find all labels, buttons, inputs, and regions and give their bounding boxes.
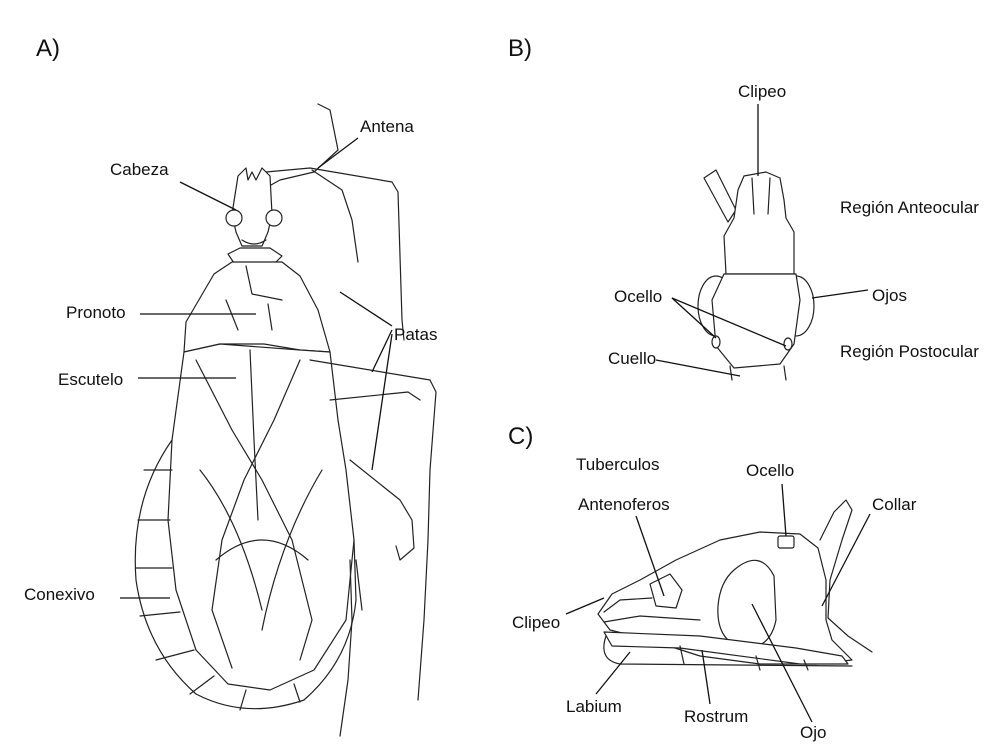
panel-a: A) bbox=[24, 35, 437, 736]
leader-cabeza bbox=[180, 182, 236, 210]
leader-cuello bbox=[656, 360, 740, 376]
label-ocello-c: Ocello bbox=[746, 461, 794, 480]
leader-clipeo-c bbox=[566, 598, 604, 614]
panel-c: C) Tuberculos Antenoferos Ocel bbox=[508, 423, 917, 742]
label-region-postocular: Región Postocular bbox=[840, 342, 979, 361]
label-cabeza: Cabeza bbox=[110, 160, 169, 179]
leader-antena bbox=[318, 138, 358, 168]
label-patas: Patas bbox=[394, 325, 437, 344]
label-antena: Antena bbox=[360, 117, 414, 136]
panel-c-title: C) bbox=[508, 423, 533, 450]
leader-ocello-c bbox=[782, 484, 786, 536]
leader-rostrum bbox=[702, 650, 710, 704]
leader-ojos bbox=[812, 290, 868, 298]
label-ocello-b: Ocello bbox=[614, 287, 662, 306]
label-conexivo: Conexivo bbox=[24, 585, 95, 604]
leader-patas-3 bbox=[372, 334, 392, 470]
label-clipeo-c: Clipeo bbox=[512, 613, 560, 632]
label-ojo: Ojo bbox=[800, 723, 826, 742]
label-region-anteocular: Región Anteocular bbox=[840, 198, 979, 217]
label-escutelo: Escutelo bbox=[58, 370, 123, 389]
leader-labium bbox=[596, 652, 630, 694]
label-tuberculos: Tuberculos bbox=[576, 455, 659, 474]
label-cuello: Cuello bbox=[608, 349, 656, 368]
label-pronoto: Pronoto bbox=[66, 303, 126, 322]
panel-b: B) Clipeo Región Anteocular Ocello Ojos bbox=[508, 35, 979, 380]
label-ojos: Ojos bbox=[872, 286, 907, 305]
panel-b-title: B) bbox=[508, 35, 532, 62]
label-labium: Labium bbox=[566, 697, 622, 716]
label-rostrum: Rostrum bbox=[684, 707, 748, 726]
label-collar: Collar bbox=[872, 495, 917, 514]
label-clipeo-b: Clipeo bbox=[738, 82, 786, 101]
head-dorsal-drawing bbox=[698, 170, 814, 380]
label-antenoferos: Antenoferos bbox=[578, 495, 670, 514]
panel-a-title: A) bbox=[36, 35, 60, 62]
leader-patas-1 bbox=[340, 292, 392, 326]
insect-body-drawing bbox=[135, 104, 436, 736]
